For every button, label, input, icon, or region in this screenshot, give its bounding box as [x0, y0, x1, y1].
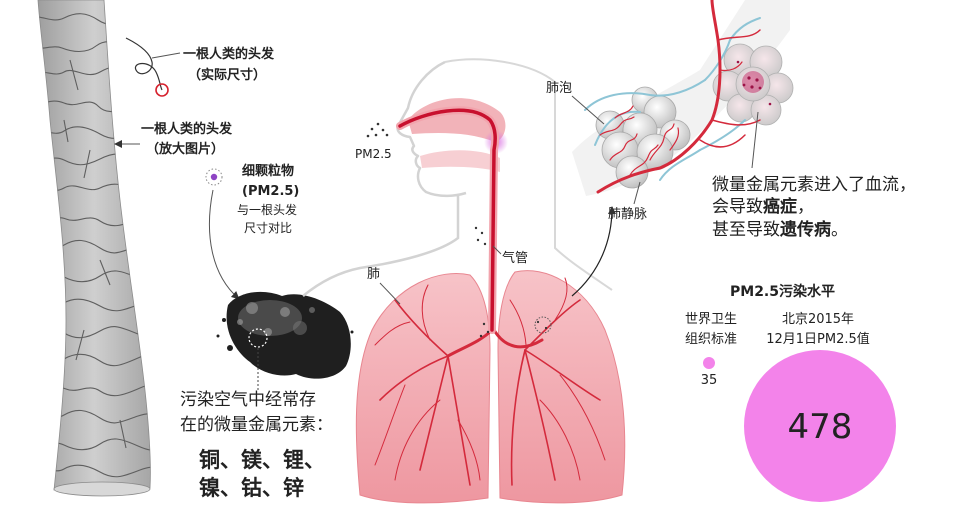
pollution-level-comparison: PM2.5污染水平 世界卫生 组织标准 北京2015年 12月1日PM2.5值 …	[685, 283, 896, 502]
hair-actual-label-line2: （实际尺寸）	[188, 67, 266, 83]
face-profile	[396, 60, 467, 198]
metals-list-line1: 铜、镁、锂、	[199, 448, 325, 472]
hair-magnified-label-line2: （放大图片）	[146, 141, 224, 157]
hair-actual-label-line1: 一根人类的头发	[183, 46, 275, 62]
who-label-line1: 世界卫生	[685, 312, 737, 327]
alveoli-cluster-magnified	[712, 43, 794, 126]
lungs	[355, 270, 626, 504]
nasal-cavity	[408, 98, 506, 142]
red-vessels	[596, 0, 761, 194]
hair-cut-end	[53, 481, 151, 497]
who-label-line2: 组织标准	[685, 332, 737, 347]
cancer-emphasis: 癌症	[763, 196, 797, 217]
actual-hair-curl	[125, 37, 163, 91]
beijing-label-line1: 北京2015年	[782, 312, 854, 327]
magnified-hair	[37, 0, 151, 497]
head-back-shoulder-right	[444, 58, 613, 291]
alveoli-detail	[572, 0, 794, 196]
pm25-zoom-arrow	[208, 189, 240, 300]
beijing-value-bubble	[744, 350, 896, 502]
bloodstream-leader	[751, 111, 759, 169]
left-lung	[355, 273, 491, 504]
actual-hair-highlight-circle	[155, 83, 169, 97]
pm25-title: 细颗粒物	[242, 163, 294, 179]
right-lung-vessels	[492, 277, 606, 486]
actual-size-hair	[125, 37, 181, 97]
pulmonary-vein-label: 肺静脉	[608, 207, 647, 222]
bloodstream-metal-core	[742, 71, 764, 93]
lung-label: 肺	[367, 267, 380, 282]
magnified-particle	[216, 291, 354, 392]
alveoli-leader	[571, 95, 605, 125]
bronchus-particle-ring	[534, 316, 552, 334]
pm25-compare-line1: 与一根头发	[237, 202, 297, 217]
trachea-inner	[398, 108, 497, 332]
who-standard-value: 35	[701, 373, 718, 388]
pulmonary-vein-leader	[633, 181, 641, 205]
inhaled-particles	[366, 122, 389, 138]
lung-leader	[379, 282, 401, 305]
beijing-value: 478	[788, 407, 853, 447]
trachea	[396, 106, 548, 338]
hereditary-disease-emphasis: 遗传病	[779, 219, 831, 240]
pm25-subtitle: (PM2.5)	[242, 184, 299, 199]
pm25-particle-marker	[205, 168, 223, 186]
metals-intro-line2: 在的微量金属元素：	[180, 415, 333, 435]
bloodstream-line1: 微量金属元素进入了血流，	[712, 175, 916, 195]
lung-to-alveoli-arrow	[571, 206, 616, 297]
hair-magnified-label-line1: 一根人类的头发	[141, 121, 233, 137]
human-silhouette	[302, 58, 613, 297]
trachea-label: 气管	[502, 250, 528, 266]
trachea-leader	[492, 245, 502, 255]
neck-shoulder-left	[302, 196, 460, 297]
pollution-level-title: PM2.5污染水平	[730, 283, 835, 300]
bloodstream-line3: 甚至导致遗传病。	[712, 219, 848, 240]
actual-hair-leader	[151, 52, 181, 59]
metal-element-ring	[248, 328, 268, 348]
bloodstream-line2: 会导致癌症，	[712, 196, 814, 217]
pm25-compare-line2: 尺寸对比	[244, 221, 292, 235]
beijing-label-line2: 12月1日PM2.5值	[766, 331, 870, 347]
oral-cavity	[420, 150, 500, 172]
metals-intro-line1: 污染空气中经常存	[180, 390, 316, 410]
alveoli-label: 肺泡	[546, 81, 572, 96]
pm25-particle-dot	[210, 173, 218, 181]
who-standard-bubble	[703, 357, 715, 369]
pm25-dotted-ring	[205, 168, 223, 186]
metals-list-line2: 镍、钴、锌	[199, 476, 304, 500]
nose-pm25-label: PM2.5	[355, 147, 392, 161]
